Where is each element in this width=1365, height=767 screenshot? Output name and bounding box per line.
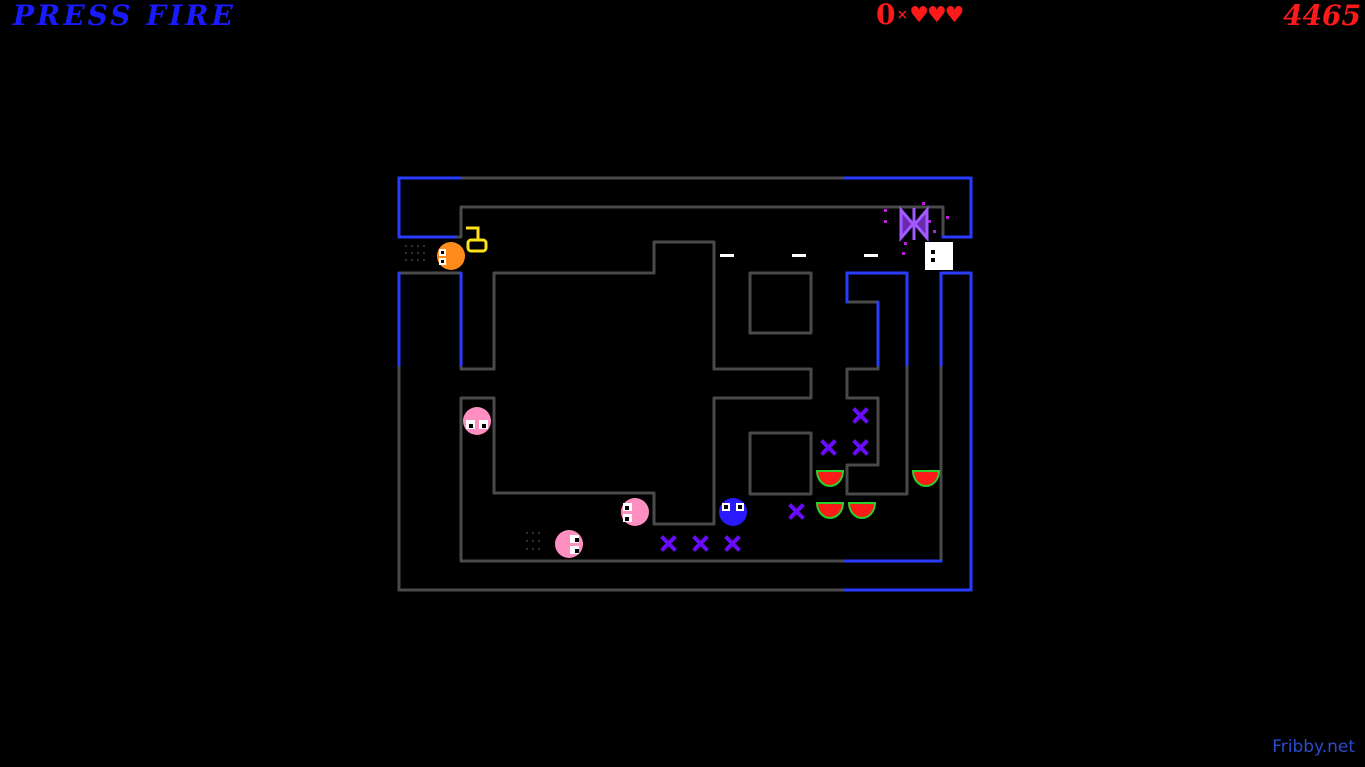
lives-display: 0 × ♥♥♥ <box>876 0 964 31</box>
blue-enemy <box>719 498 747 526</box>
outer-wall-top <box>397 176 973 239</box>
lives-count: 0 <box>876 0 896 31</box>
inner-block-b <box>748 431 813 496</box>
dot-trail <box>405 245 540 550</box>
pink-ghost <box>621 498 649 526</box>
dash-pellets <box>720 254 878 257</box>
portal-sparkles <box>884 202 949 255</box>
x-marker-icon <box>788 503 805 520</box>
watermelon-icon <box>815 502 845 519</box>
lives-multiplier: × <box>896 7 909 23</box>
x-marker-icon <box>852 439 869 456</box>
purple-portal <box>899 205 929 243</box>
gold-key-icon <box>466 226 488 253</box>
purple-x-markers <box>660 407 869 552</box>
wall-highlights <box>397 176 973 592</box>
inner-block-a <box>748 271 813 335</box>
pink-ghost <box>463 407 491 435</box>
site-credit[interactable]: Fribby.net <box>1272 737 1355 757</box>
watermelon-icon <box>847 502 877 519</box>
x-marker-icon <box>724 535 741 552</box>
watermelons <box>815 470 941 519</box>
watermelon-icon <box>911 470 941 487</box>
x-marker-icon <box>692 535 709 552</box>
x-marker-icon <box>852 407 869 424</box>
hearts-icon: ♥♥♥ <box>909 2 964 28</box>
press-fire-prompt: PRESS FIRE <box>13 0 236 32</box>
white-door <box>925 242 953 270</box>
x-marker-icon <box>660 535 677 552</box>
pink-ghost <box>555 530 583 558</box>
orange-player <box>437 242 465 270</box>
score: 4465 <box>1283 0 1361 32</box>
watermelon-icon <box>815 470 845 487</box>
x-marker-icon <box>820 439 837 456</box>
